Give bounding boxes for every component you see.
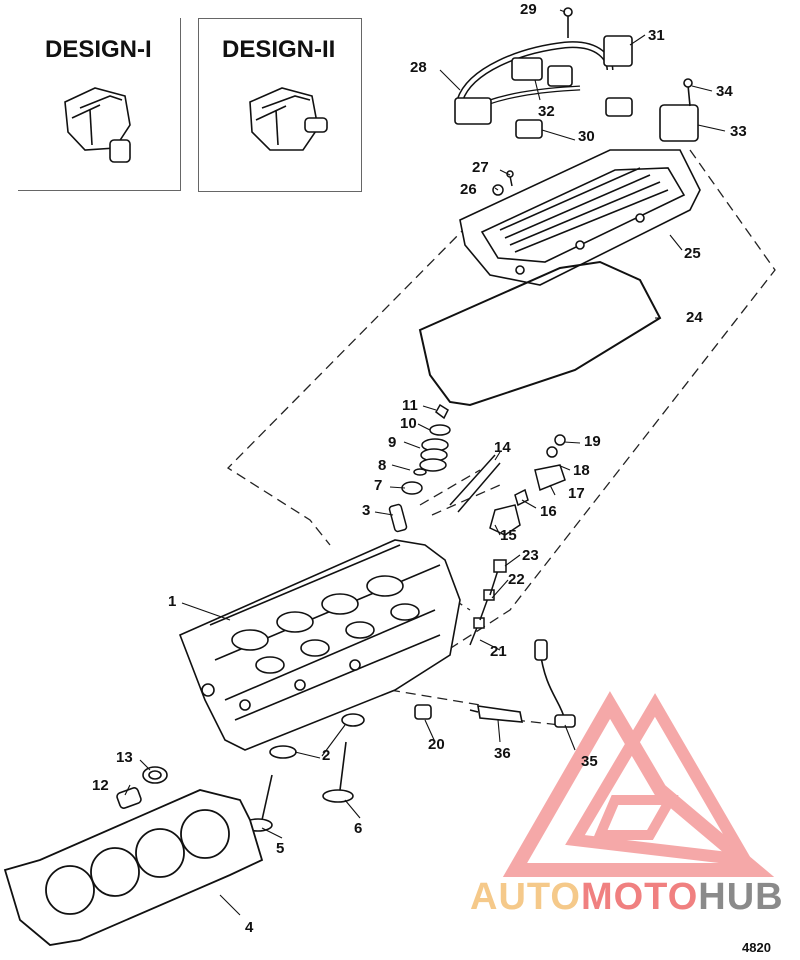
valve-seals-icon: [269, 713, 365, 759]
dowel-pins-icon: [116, 766, 168, 809]
valve-cover-icon: [459, 149, 701, 286]
callout-20: 20: [428, 736, 445, 753]
callout-33: 33: [730, 123, 747, 140]
head-gasket-icon: [3, 789, 264, 946]
callout-3: 3: [362, 502, 370, 519]
valves-icon: [243, 741, 354, 832]
callout-30: 30: [578, 128, 595, 145]
callout-26: 26: [460, 181, 477, 198]
ignition-coil-design-i-icon: [64, 87, 131, 163]
callout-31: 31: [648, 27, 665, 44]
callout-12: 12: [92, 777, 109, 794]
callout-36: 36: [494, 745, 511, 762]
pushrods-icon: [449, 454, 501, 513]
callout-35: 35: [581, 753, 598, 770]
figure-number: 4820: [742, 940, 771, 955]
watermark-auto: AUTO: [470, 876, 581, 918]
callout-7: 7: [374, 477, 382, 494]
callout-16: 16: [540, 503, 557, 520]
ignition-coil-design-ii-icon: [249, 87, 328, 151]
callout-25: 25: [684, 245, 701, 262]
design-i-panel: [18, 18, 181, 191]
callout-28: 28: [410, 59, 427, 76]
callout-1: 1: [168, 593, 176, 610]
leader-lines: [124, 9, 726, 916]
design-i-title: DESIGN-I: [45, 36, 152, 63]
callout-23: 23: [522, 547, 539, 564]
cylinder-head-icon: [178, 539, 461, 751]
temp-sensor-icon: [414, 704, 432, 720]
callout-27: 27: [472, 159, 489, 176]
callout-labels: 1234567891011121314151617181920212223242…: [92, 1, 747, 936]
callout-5: 5: [276, 840, 284, 857]
callout-24: 24: [686, 309, 703, 326]
callout-21: 21: [490, 643, 507, 660]
watermark-text: AUTOMOTOHUB: [470, 876, 784, 919]
head-bolts-icon: [469, 559, 507, 646]
callout-2: 2: [322, 747, 330, 764]
callout-6: 6: [354, 820, 362, 837]
design-ii-panel: [198, 18, 362, 192]
callout-19: 19: [584, 433, 601, 450]
callout-9: 9: [388, 434, 396, 451]
callout-14: 14: [494, 439, 511, 456]
callout-13: 13: [116, 749, 133, 766]
callout-10: 10: [400, 415, 417, 432]
spark-plug-wire-icon: [534, 639, 576, 728]
design-ii-title: DESIGN-II: [222, 36, 336, 63]
callout-15: 15: [500, 527, 517, 544]
callout-4: 4: [245, 919, 254, 936]
callout-8: 8: [378, 457, 386, 474]
watermark-hub: HUB: [698, 876, 784, 918]
rocker-arm-icon: [489, 434, 566, 536]
watermark-logo-icon: [502, 691, 775, 877]
valve-cover-gasket-icon: [418, 260, 662, 407]
callout-17: 17: [568, 485, 585, 502]
wiring-harness-icon: [454, 7, 699, 142]
callout-22: 22: [508, 571, 525, 588]
callout-11: 11: [402, 397, 418, 414]
watermark-moto: MOTO: [580, 876, 699, 918]
callout-18: 18: [573, 462, 590, 479]
callout-32: 32: [538, 103, 555, 120]
callout-34: 34: [716, 83, 733, 100]
valve-spring-stack-icon: [388, 403, 451, 533]
spark-plug-icon: [469, 705, 523, 723]
callout-29: 29: [520, 1, 537, 18]
